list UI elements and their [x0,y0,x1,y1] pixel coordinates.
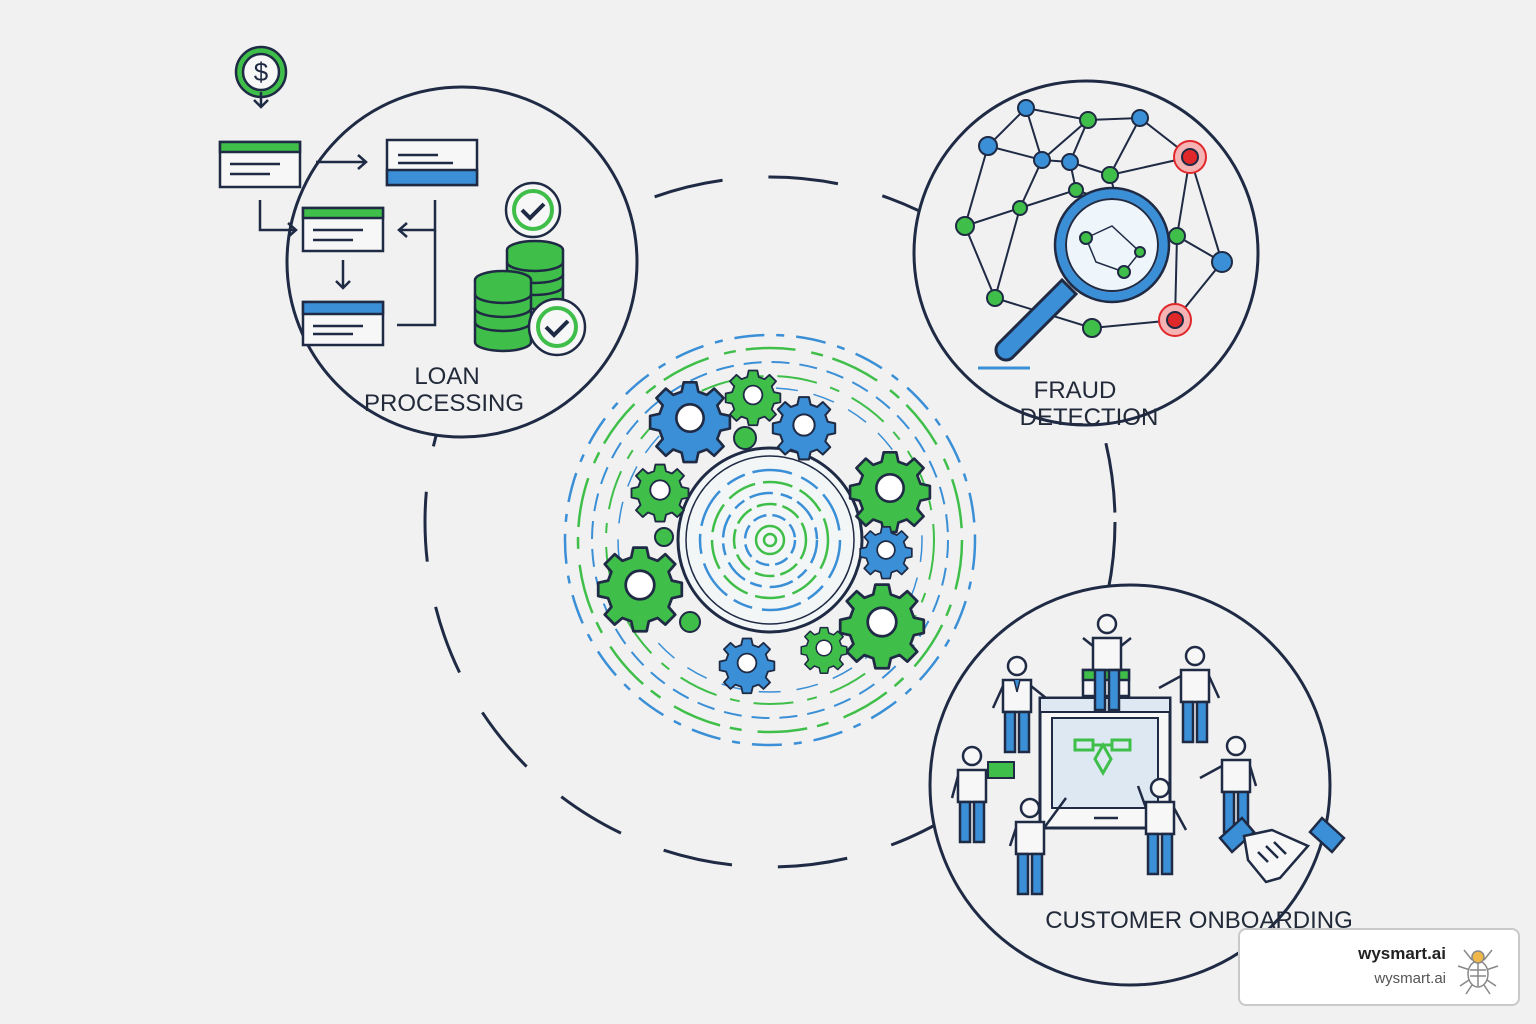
label-fraud-line1: FRAUD [1034,377,1117,404]
fingerprint-rings [698,468,842,612]
dashed-orbit [423,175,1117,869]
label-loan-line2: PROCESSING [364,390,524,417]
label-fraud-line2: DETECTION [1020,404,1159,431]
watermark-badge[interactable]: wysmart.ai wysmart.ai [1238,928,1520,1006]
circuit-rings [563,333,977,747]
watermark-title: wysmart.ai [1358,944,1446,963]
team-onboarding-icon [950,613,1346,896]
magnifier-icon [994,186,1171,362]
network-graph-icon [955,99,1233,370]
monitor-icon [1038,696,1172,830]
loan-flowchart-icon [218,45,587,357]
label-loan-line1: LOAN [414,363,479,390]
person-icon [956,613,1252,896]
dollar-sign-icon: $ [254,57,269,87]
watermark-subtitle: wysmart.ai [1374,970,1446,987]
spider-logo-icon [1457,949,1499,995]
alert-node-icon [1158,140,1207,337]
handshake-icon [1218,816,1346,884]
central-gears-hub [563,333,977,747]
